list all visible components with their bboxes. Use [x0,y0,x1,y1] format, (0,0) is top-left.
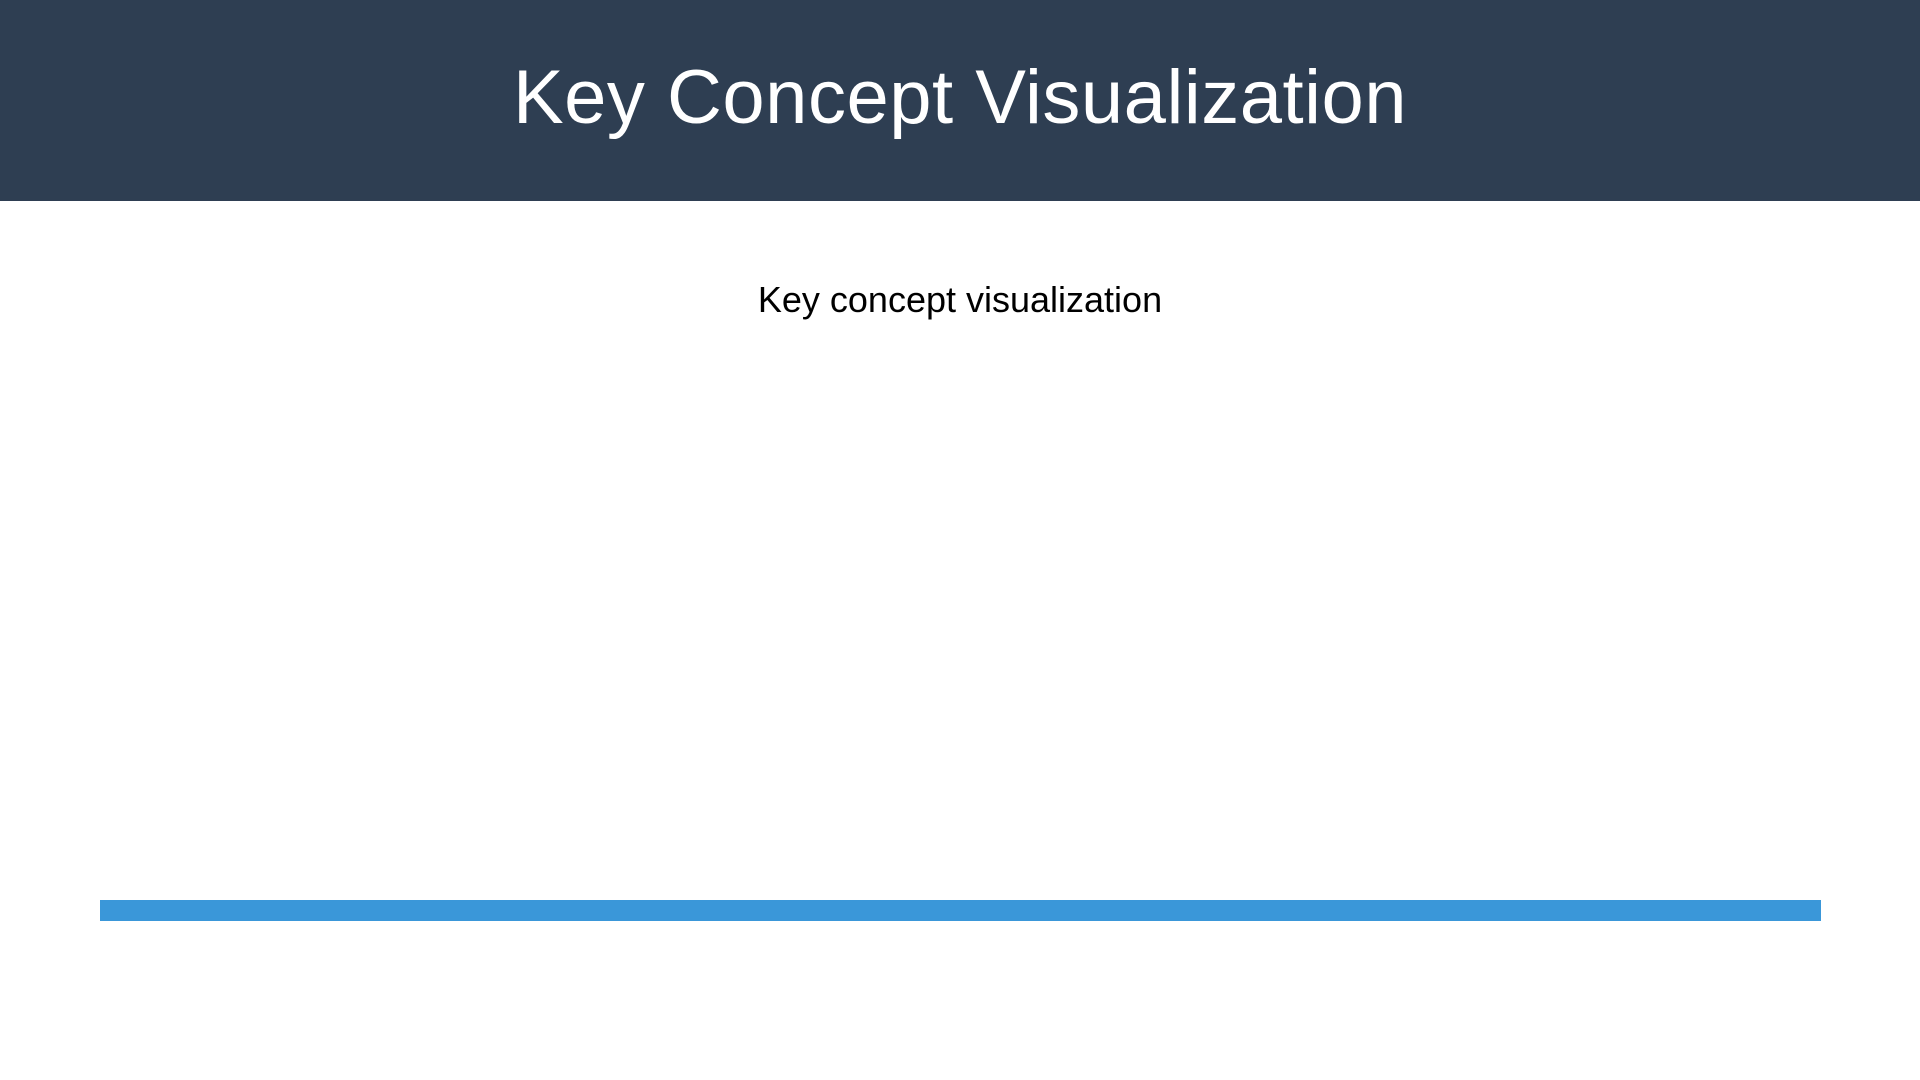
slide-title: Key Concept Visualization [512,55,1408,140]
slide-subtitle: Key concept visualization [757,279,1163,320]
accent-divider-bar [100,900,1821,921]
header-bar: Key Concept Visualization [0,0,1920,201]
